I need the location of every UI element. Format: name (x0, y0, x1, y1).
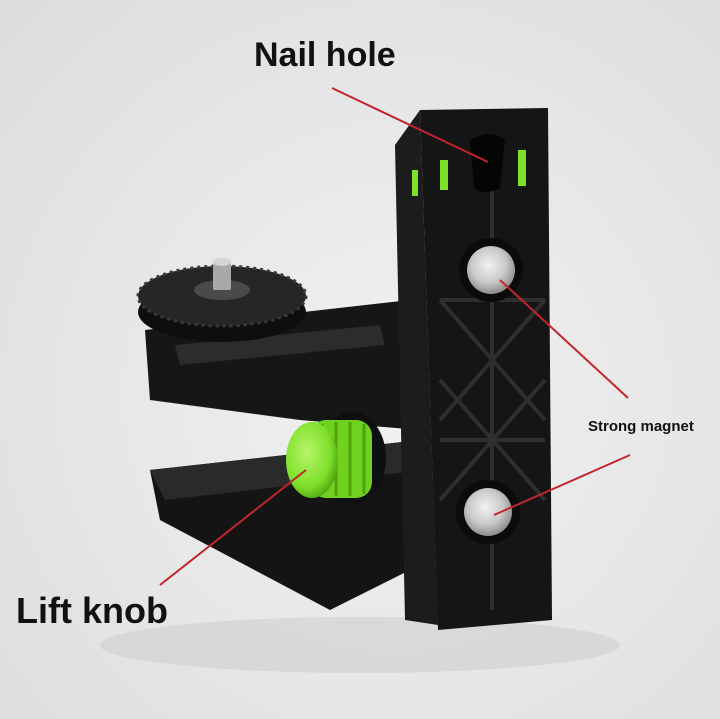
base-upper-arm-slot (175, 325, 385, 365)
lift-knob-label: Lift knob (16, 590, 168, 631)
lift-knob-face (286, 422, 338, 498)
strong-magnet-label: Strong magnet (588, 418, 694, 435)
level-mark-side (412, 170, 418, 196)
callout-upper-magnet (499, 279, 629, 399)
floor-shadow (100, 617, 620, 673)
callout-nail-hole (331, 87, 489, 163)
callout-lift-knob (159, 469, 307, 586)
level-mark-left (440, 160, 448, 190)
callout-lines (159, 87, 631, 586)
plate-side-edge (395, 110, 438, 625)
nail-hole-label: Nail hole (254, 36, 396, 74)
tripod-screw (213, 262, 231, 290)
mount-disc-knurl (136, 264, 308, 328)
lower-magnet (464, 488, 512, 536)
nail-hole (470, 134, 505, 192)
callout-lower-magnet (493, 454, 631, 516)
level-mark-right (518, 150, 526, 186)
tripod-screw-top (213, 258, 231, 266)
